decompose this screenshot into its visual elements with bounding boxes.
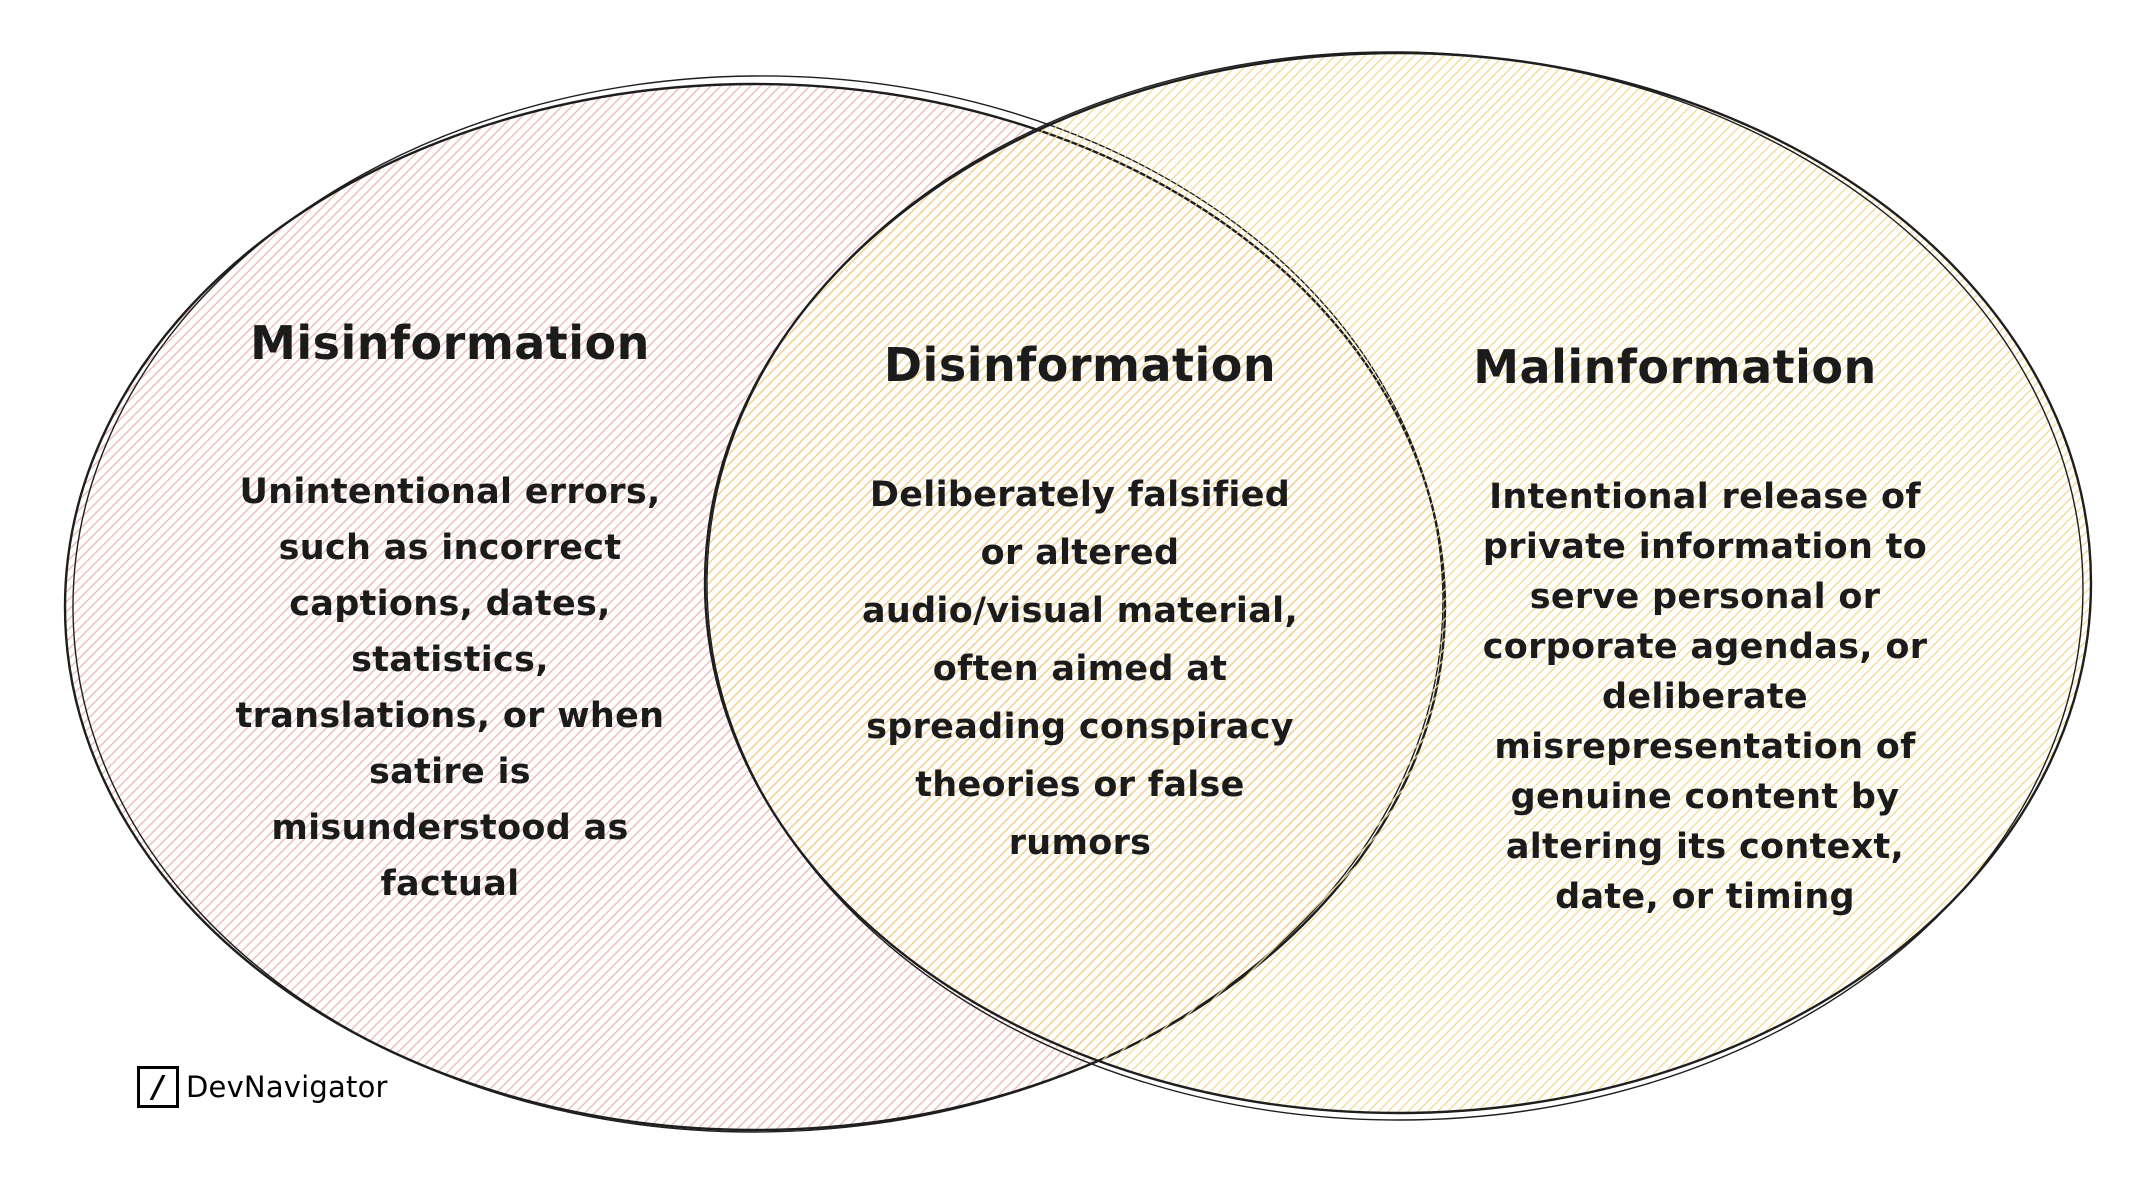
slash-logo-glyph: / [152, 1069, 164, 1105]
devnavigator-logo: / DevNavigator [137, 1066, 388, 1108]
misinformation-title: Misinformation [250, 316, 650, 370]
malinformation-circle-sketch-line [706, 51, 2084, 1121]
disinformation-description: Deliberately falsified or altered audio/… [861, 475, 1299, 863]
misinformation-description: Unintentional errors, such as incorrect … [235, 472, 665, 904]
malinformation-description: Intentional release of private informati… [1482, 477, 1928, 917]
malinformation-title: Malinformation [1473, 340, 1877, 394]
disinformation-title: Disinformation [883, 338, 1277, 392]
devnavigator-text: DevNavigator [186, 1070, 388, 1104]
slash-logo-icon: / [137, 1066, 179, 1108]
malinformation-circle [703, 51, 2093, 1115]
